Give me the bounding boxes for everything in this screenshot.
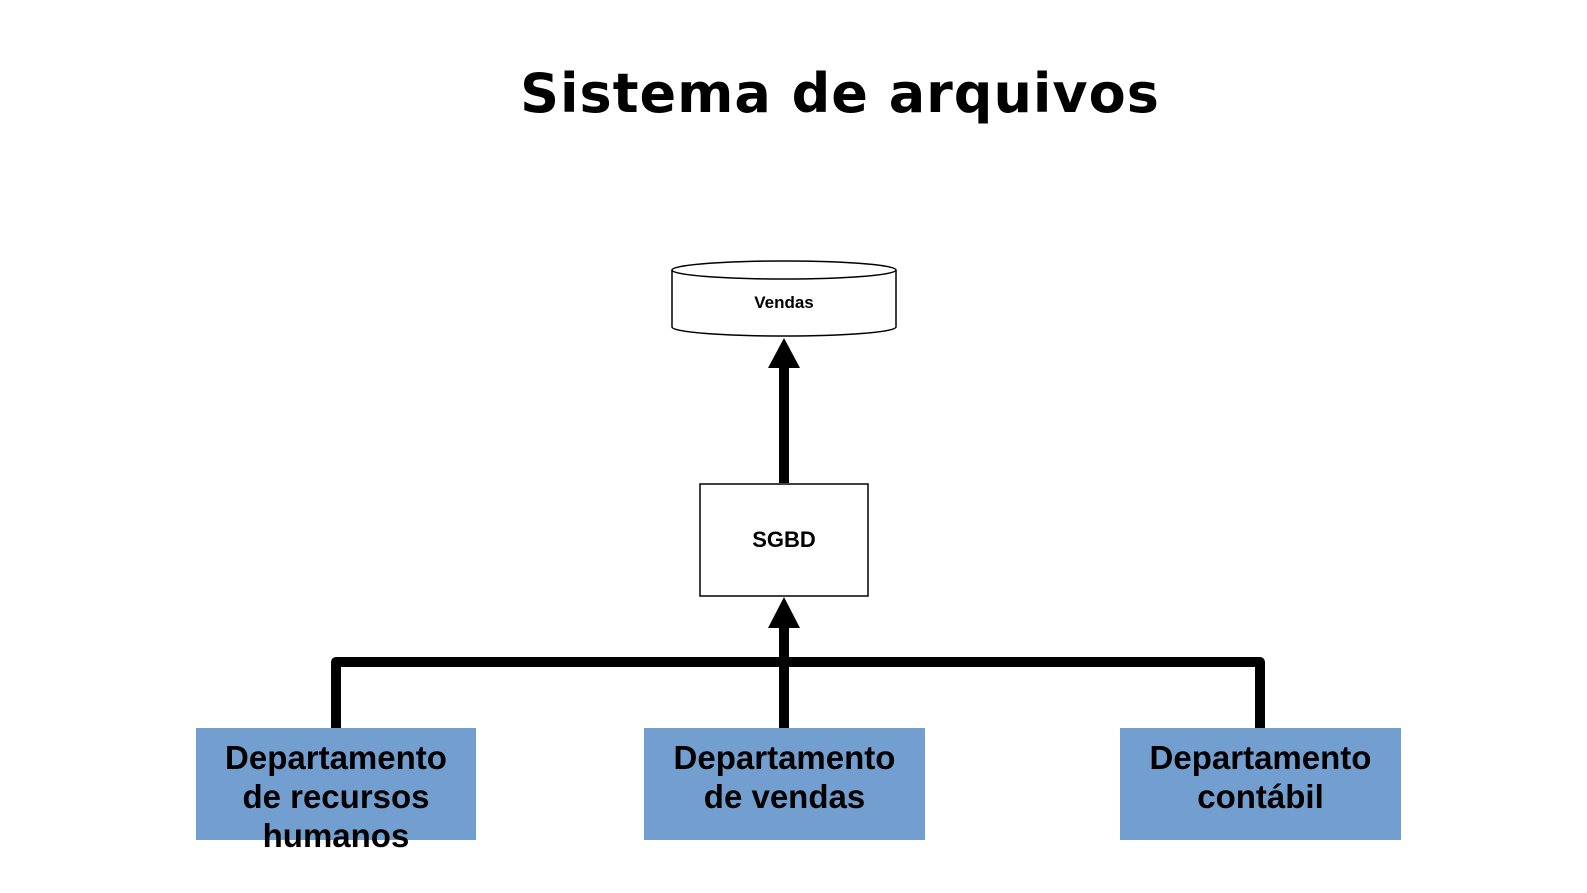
department-box-rh — [196, 728, 476, 840]
department-box-contabil — [1120, 728, 1401, 840]
department-label-rh: Departamento de recursos humanos — [225, 739, 447, 854]
arrow-sgbd-to-database — [768, 338, 800, 483]
database-top — [671, 260, 897, 280]
connector-horizontal — [331, 657, 1265, 728]
connector-arrow-head — [768, 597, 800, 628]
database-cylinder — [671, 260, 897, 337]
sgbd-label: SGBD — [752, 527, 816, 552]
title-area: Sistema de arquivos — [0, 0, 1587, 160]
department-box-vendas — [644, 728, 925, 840]
department-connector — [331, 597, 1265, 728]
department-label-vendas: Departamento de vendas — [673, 739, 896, 815]
diagram-title: Sistema de arquivos — [520, 62, 1160, 125]
database-body — [671, 270, 897, 337]
department-label-contabil: Departamento contábil — [1149, 739, 1372, 815]
arrow-head — [768, 338, 800, 368]
database-label: Vendas — [754, 293, 814, 312]
sgbd-box — [699, 483, 869, 597]
